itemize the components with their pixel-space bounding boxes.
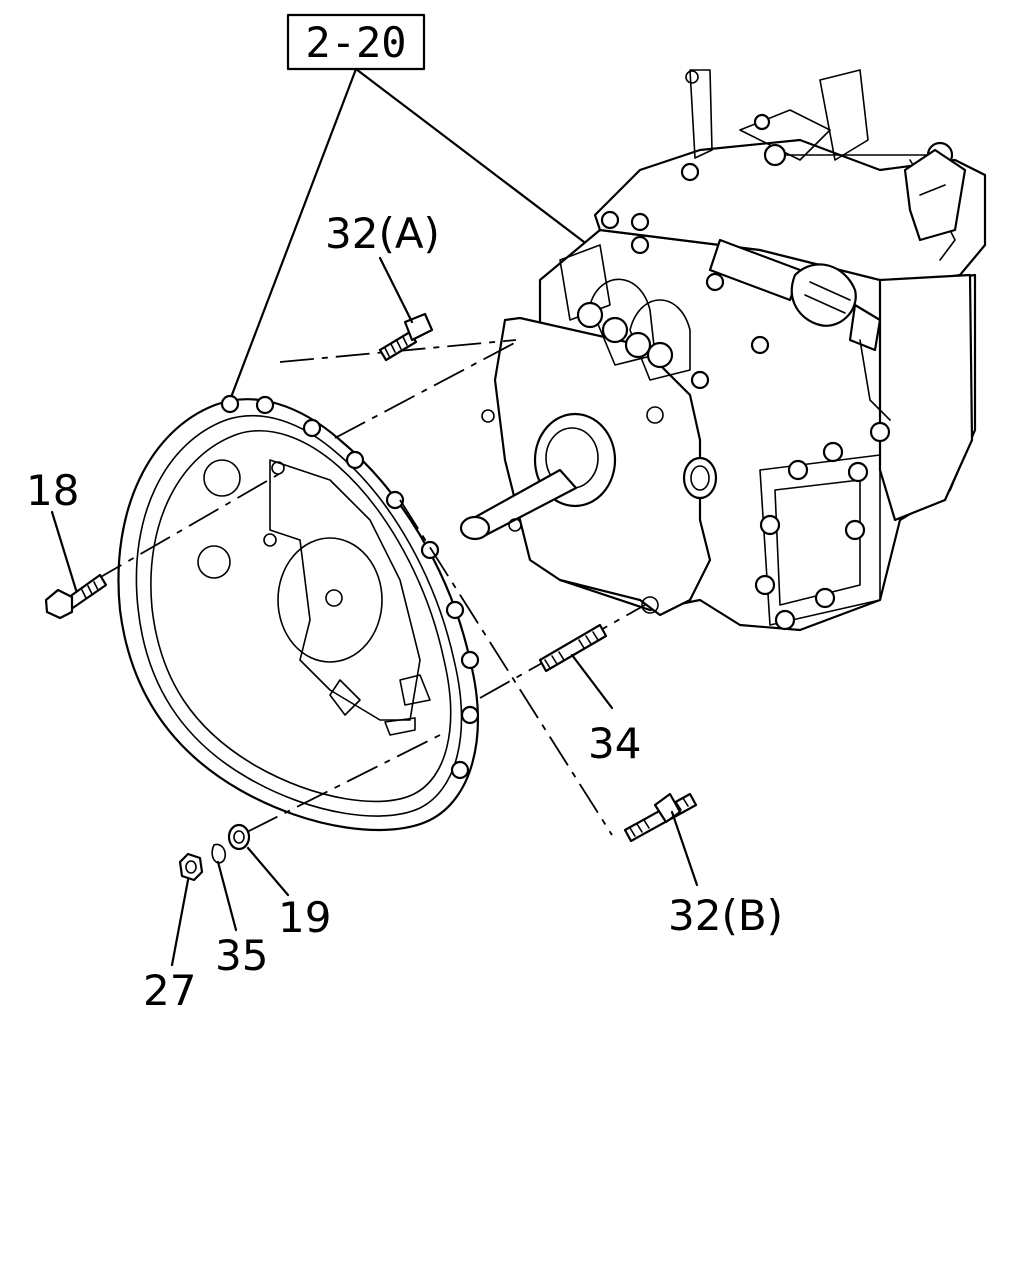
reference-leader-left (228, 67, 358, 402)
washer-19: 19 (227, 823, 331, 942)
stud-bolt-32a: 32(A) (325, 209, 440, 362)
callout-34: 34 (588, 719, 641, 768)
stud-34: 34 (538, 623, 641, 768)
callout-32a: 32(A) (325, 209, 440, 258)
callout-19: 19 (278, 893, 331, 942)
top-bolts (600, 113, 771, 390)
bolt-18: 18 (26, 466, 108, 620)
callout-32b: 32(B) (668, 891, 783, 940)
lock-washer-35: 35 (211, 843, 268, 980)
stud-bolt-32b: 32(B) (623, 792, 783, 940)
clutch-housing (117, 394, 480, 832)
flange-bolts (220, 394, 480, 780)
reference-box: 2-20 (228, 13, 590, 402)
callout-18: 18 (26, 466, 79, 515)
transmission-assembly (459, 69, 987, 632)
callout-27: 27 (143, 966, 196, 1015)
reference-leader-right (354, 67, 590, 247)
nut-27: 27 (143, 852, 204, 1015)
cover-bolts (754, 421, 891, 631)
callout-35: 35 (215, 931, 268, 980)
reference-box-label: 2-20 (305, 18, 406, 67)
